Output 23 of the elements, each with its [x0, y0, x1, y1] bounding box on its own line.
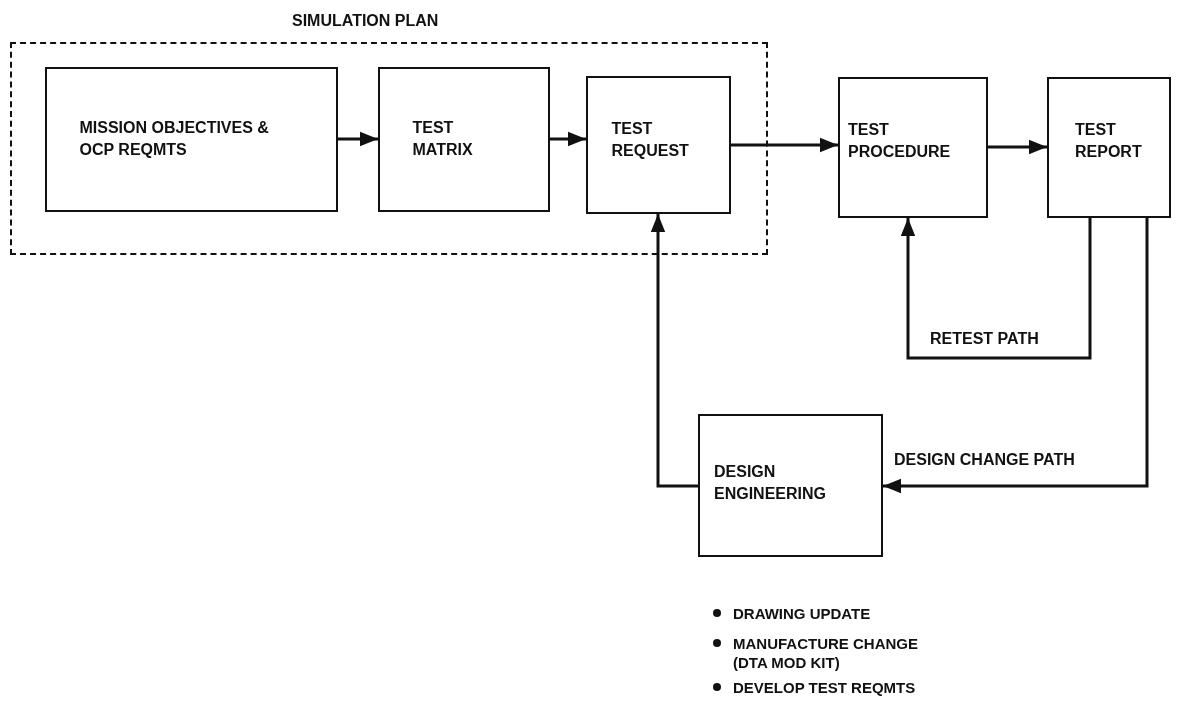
box-label: TEST PROCEDURE — [848, 120, 952, 162]
process-box — [377, 66, 550, 212]
box-label: TEST REPORT — [1075, 120, 1143, 162]
box-label: TEST REQUEST — [611, 118, 690, 161]
process-box — [44, 66, 338, 212]
bullet-text: DEVELOP TEST REQMTS — [733, 678, 917, 697]
bullet-text: MANUFACTURE CHANGE (DTA MOD KIT) — [733, 634, 919, 672]
box-label: TEST MATRIX — [412, 117, 474, 160]
arrow — [650, 214, 698, 488]
process-box — [585, 75, 731, 214]
arrow — [731, 137, 838, 153]
arrow — [883, 218, 1149, 494]
arrow — [338, 131, 378, 147]
arrow — [988, 139, 1047, 155]
bullet-text: DRAWING UPDATE — [733, 604, 872, 623]
group-title: SIMULATION PLAN — [292, 12, 439, 30]
box-label: DESIGN ENGINEERING — [714, 462, 827, 504]
box-label: MISSION OBJECTIVES & OCP REQMTS — [79, 117, 270, 160]
arrow — [900, 218, 1092, 360]
process-box — [1047, 77, 1171, 218]
process-box — [698, 414, 883, 557]
arrow — [550, 131, 586, 147]
process-box — [838, 77, 988, 218]
